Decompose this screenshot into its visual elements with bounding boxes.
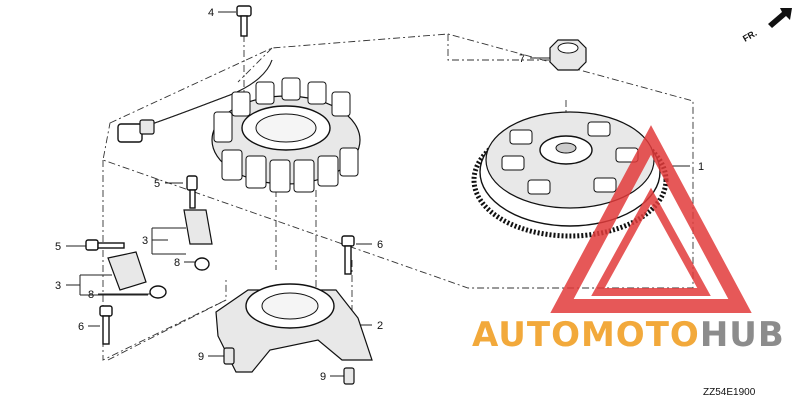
flange-nut — [549, 39, 587, 71]
callout-8-lower: 8 — [88, 289, 94, 301]
callout-1: 1 — [698, 161, 704, 173]
callout-8-upper: 8 — [174, 257, 180, 269]
mounting-bolt-left — [99, 305, 113, 345]
pulser-coil-upper — [183, 175, 213, 271]
callout-3-upper: 3 — [142, 235, 148, 247]
callout-6-right: 6 — [377, 239, 383, 251]
stator-base-bracket — [215, 283, 373, 373]
direction-label: FR. — [741, 28, 759, 44]
dowel-pin-right — [343, 367, 355, 385]
front-direction-indicator: FR. — [741, 8, 792, 44]
watermark-triangle — [550, 125, 752, 313]
arrow-up-right-icon — [768, 8, 792, 28]
dowel-pin-left — [223, 347, 235, 365]
callout-6-left: 6 — [78, 321, 84, 333]
callout-7: 7 — [519, 53, 525, 65]
pulser-coil-lower — [85, 239, 167, 299]
callout-labels: 4 7 1 5 3 8 5 3 8 6 6 2 9 9 — [55, 7, 704, 383]
callout-3-lower: 3 — [55, 280, 61, 292]
callout-5-lower: 5 — [55, 241, 61, 253]
callout-9-right: 9 — [320, 371, 326, 383]
callout-4: 4 — [208, 7, 214, 19]
callout-2: 2 — [377, 320, 383, 332]
watermark-text: AUTOMOTOHUB — [472, 315, 785, 355]
callout-9-left: 9 — [198, 351, 204, 363]
callout-5-upper: 5 — [154, 178, 160, 190]
harness-connector — [117, 123, 143, 143]
stator-bolt — [236, 5, 252, 37]
stator-coil-assembly — [117, 59, 361, 193]
drawing-code: ZZ54E1900 — [703, 387, 756, 398]
mounting-bolt-right — [341, 235, 355, 275]
